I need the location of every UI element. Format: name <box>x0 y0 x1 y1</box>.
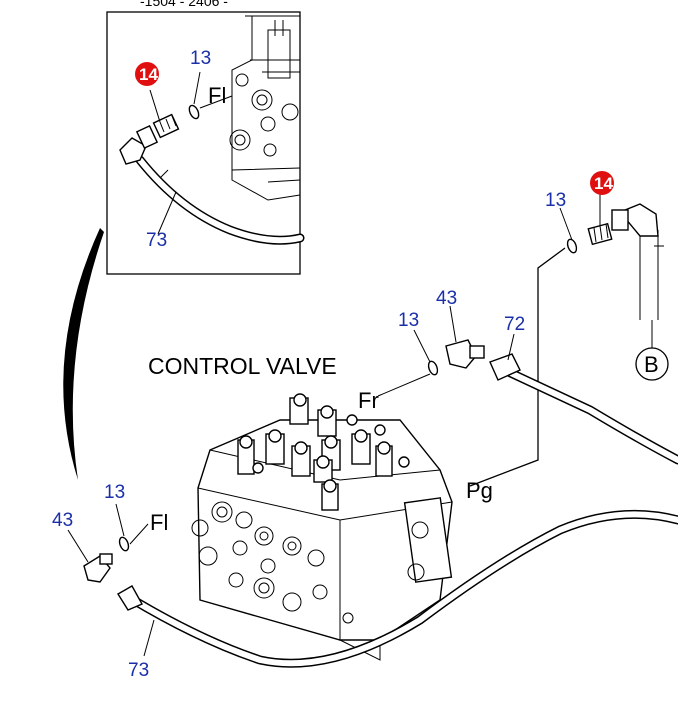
right-callout-14: 14 <box>594 174 613 193</box>
valve-spool-caps <box>237 393 410 511</box>
right-o-ring <box>566 238 578 254</box>
inset-frame <box>106 11 301 275</box>
detail-inset: -1504 - 2406 - <box>106 0 305 275</box>
pg-pilot-line <box>469 247 566 487</box>
inset-callout-73: 73 <box>146 230 167 251</box>
connector-b-label: B <box>644 352 659 377</box>
inset-callout-14: 14 <box>139 65 158 84</box>
port-label-fr: Fr <box>358 388 379 413</box>
port-label-pg: Pg <box>466 478 493 503</box>
left-callout-73: 73 <box>128 660 149 681</box>
left-fitting-group: 43 13 73 <box>52 482 155 681</box>
mid-callout-13: 13 <box>398 310 419 331</box>
valve-ports <box>191 501 429 624</box>
inset-callout-14-badge <box>135 62 159 86</box>
right-callout-13: 13 <box>545 190 566 211</box>
control-valve-body <box>191 393 453 661</box>
inset-caption: -1504 - 2406 - <box>140 0 228 9</box>
inset-o-ring <box>188 104 200 120</box>
control-valve-label: CONTROL VALVE <box>148 353 337 379</box>
mid-fitting-group: 43 13 72 <box>377 288 525 397</box>
port-label-fl: Fl <box>150 510 168 535</box>
inset-callout-13: 13 <box>190 48 211 69</box>
detail-pointer-arrow <box>63 228 104 480</box>
left-callout-43: 43 <box>52 510 73 531</box>
inset-elbow-fitting <box>119 113 180 165</box>
inset-valve-body <box>229 15 301 201</box>
mid-callout-72: 72 <box>504 314 525 335</box>
inset-port-label-fl: Fl <box>208 83 226 108</box>
right-callout-14-badge <box>590 171 614 195</box>
right-fitting-group: B 14 13 <box>545 171 669 381</box>
mid-callout-43: 43 <box>436 288 457 309</box>
left-callout-13: 13 <box>104 482 125 503</box>
connector-b-circle <box>635 347 669 381</box>
